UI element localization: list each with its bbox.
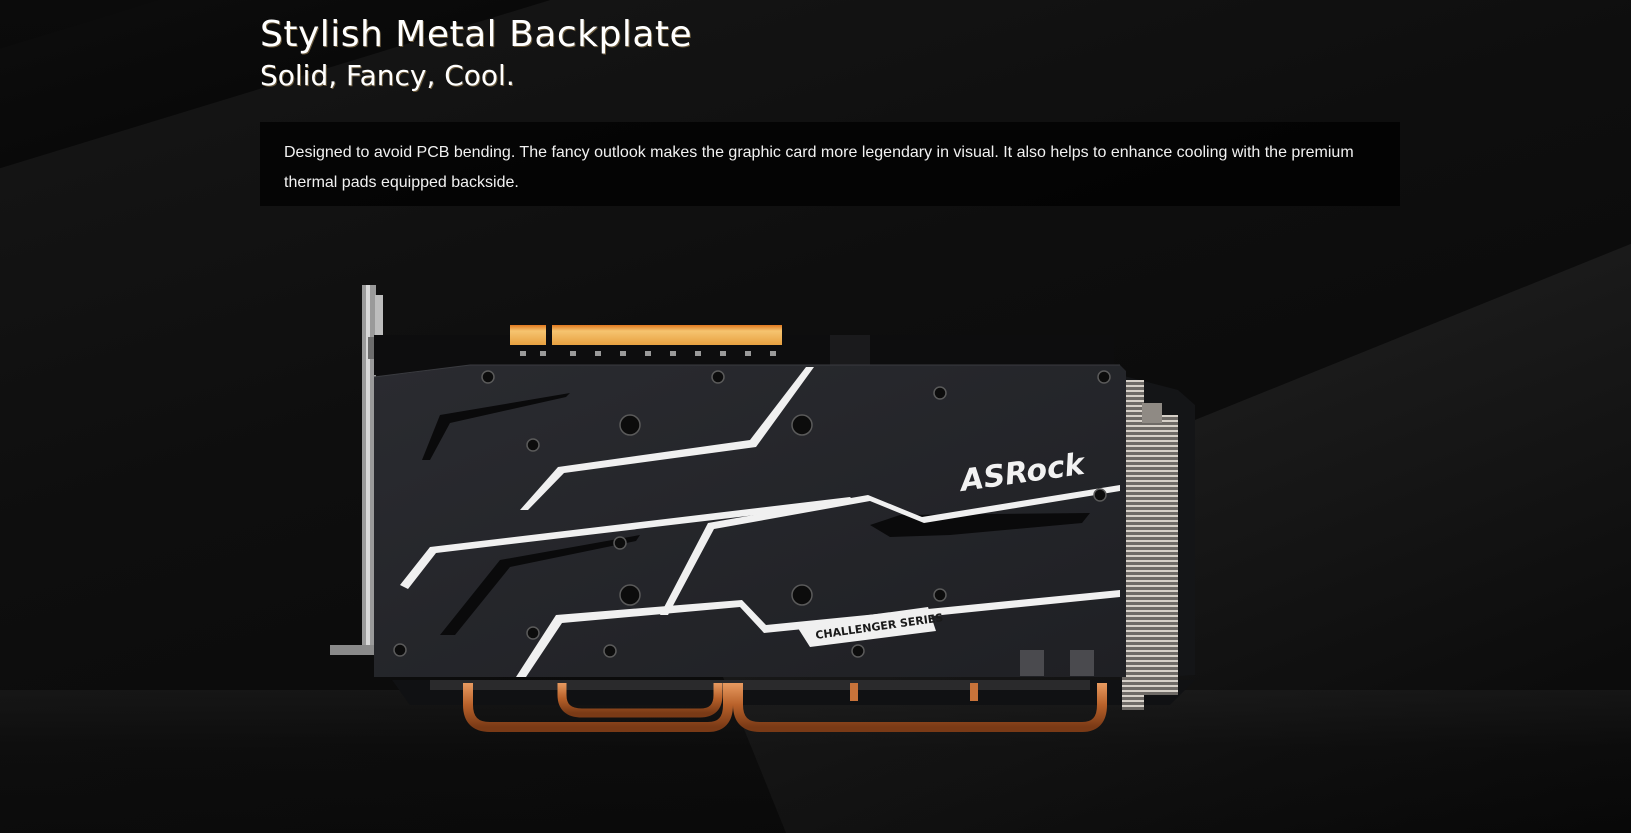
section-subtitle: Solid, Fancy, Cool. bbox=[260, 59, 515, 92]
graphics-card-image: ASRock CHALLENGER SERIES bbox=[330, 283, 1250, 765]
section-header: Stylish Metal Backplate Solid, Fancy, Co… bbox=[260, 12, 692, 94]
section-description: Designed to avoid PCB bending. The fancy… bbox=[284, 144, 1354, 191]
section-title: Stylish Metal Backplate bbox=[260, 14, 693, 55]
background-floor bbox=[0, 690, 1631, 833]
description-box: Designed to avoid PCB bending. The fancy… bbox=[260, 122, 1400, 206]
